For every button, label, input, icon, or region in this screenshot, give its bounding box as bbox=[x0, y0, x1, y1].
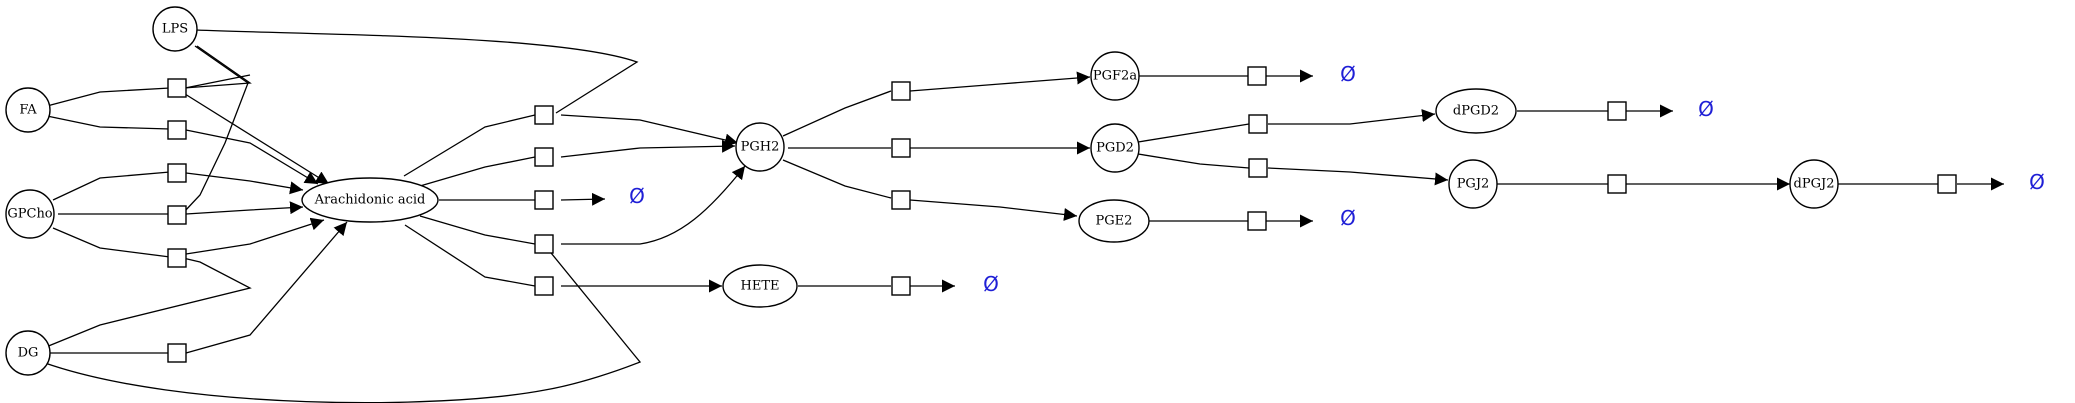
reaction-box bbox=[891, 276, 911, 296]
node-dg: DG bbox=[5, 330, 51, 376]
edge-gpcho-r3 bbox=[52, 171, 171, 201]
edges bbox=[44, 29, 2004, 403]
edge-r9-pgh2 bbox=[561, 165, 746, 245]
edge-r2-aa bbox=[185, 129, 319, 185]
node-label: DG bbox=[18, 346, 39, 361]
node-label: Arachidonic acid bbox=[314, 193, 426, 208]
node-label: dPGD2 bbox=[1453, 104, 1499, 119]
reaction-box bbox=[534, 147, 554, 167]
edge-gpcho-r5 bbox=[52, 227, 171, 258]
reaction-box bbox=[1607, 101, 1627, 121]
node-label: PGJ2 bbox=[1457, 177, 1490, 192]
node-label: LPS bbox=[162, 22, 188, 37]
node-label: PGH2 bbox=[741, 140, 780, 155]
sink-symbol: Ø bbox=[1340, 62, 1356, 86]
node-fa: FA bbox=[5, 87, 51, 133]
reaction-boxes bbox=[167, 66, 1957, 363]
edge-dg-r9 bbox=[44, 247, 642, 403]
node-label: PGD2 bbox=[1096, 141, 1134, 156]
edge-r1-aa2 bbox=[184, 93, 330, 185]
node-pge2: PGE2 bbox=[1078, 199, 1150, 243]
node-label: GPCho bbox=[7, 207, 52, 222]
edge-pgh2-r12 bbox=[782, 90, 892, 137]
reaction-box bbox=[1247, 66, 1267, 86]
node-pgh2: PGH2 bbox=[735, 122, 785, 172]
reaction-box bbox=[1937, 174, 1957, 194]
node-label: PGE2 bbox=[1096, 214, 1133, 229]
node-dpgd2: dPGD2 bbox=[1435, 88, 1517, 134]
edge-r7-pgh2 bbox=[560, 114, 739, 147]
node-pgf2a: PGF2a bbox=[1090, 51, 1140, 101]
edge-r12-pgf2a bbox=[909, 71, 1091, 92]
reaction-box bbox=[167, 343, 187, 363]
node-pgd2: PGD2 bbox=[1090, 123, 1140, 173]
edge-r17-dpgd2 bbox=[1268, 109, 1436, 125]
reaction-box bbox=[534, 105, 554, 125]
reaction-box bbox=[167, 205, 187, 225]
node-pgj2: PGJ2 bbox=[1448, 159, 1498, 209]
reaction-box bbox=[167, 120, 187, 140]
node-label: dPGJ2 bbox=[1794, 177, 1835, 192]
reaction-box bbox=[1248, 114, 1268, 134]
reaction-box bbox=[534, 190, 554, 210]
sink-symbol: Ø bbox=[1698, 97, 1714, 121]
edge-pgd2-r17 bbox=[1137, 123, 1250, 143]
node-label: FA bbox=[19, 103, 37, 118]
edge-pgh2-r14 bbox=[782, 159, 892, 199]
edge-lps-long bbox=[195, 29, 639, 114]
edge-lps-r1 bbox=[183, 45, 252, 89]
edge-r1-aa bbox=[184, 74, 251, 89]
node-dpgj2: dPGJ2 bbox=[1789, 159, 1839, 209]
node-lps: LPS bbox=[152, 6, 198, 52]
sink-symbol: Ø bbox=[2029, 170, 2045, 194]
edge-fa-r2 bbox=[46, 115, 171, 130]
edge-lps-r4 bbox=[183, 45, 249, 213]
sink-symbols: Ø Ø Ø Ø Ø Ø bbox=[629, 62, 2045, 296]
edge-aa-r8 bbox=[419, 156, 536, 187]
reaction-box bbox=[891, 81, 911, 101]
edge-r6-aa bbox=[185, 221, 348, 354]
edge-r10-sink bbox=[560, 192, 606, 206]
edge-r3-aa bbox=[185, 172, 304, 195]
reaction-box bbox=[1248, 158, 1268, 178]
sink-symbol: Ø bbox=[983, 272, 999, 296]
species-nodes: LPS FA GPCho DG Arachidonic acid PGH2 HE… bbox=[5, 6, 1839, 376]
edge-fa-r1 bbox=[46, 87, 171, 107]
reaction-box bbox=[1247, 211, 1267, 231]
edge-aa-r7 bbox=[403, 114, 536, 177]
node-gpcho: GPCho bbox=[5, 189, 55, 239]
edge-r5-aa bbox=[185, 217, 325, 255]
edge-pgd2-r18 bbox=[1137, 153, 1250, 169]
edge-aa-r11 bbox=[404, 224, 536, 287]
node-arachidonic-acid: Arachidonic acid bbox=[301, 177, 439, 223]
sink-symbol: Ø bbox=[629, 184, 645, 208]
reaction-box bbox=[1607, 174, 1627, 194]
reaction-box bbox=[534, 234, 554, 254]
sink-symbol: Ø bbox=[1340, 206, 1356, 230]
reaction-box bbox=[891, 190, 911, 210]
node-hete: HETE bbox=[722, 264, 798, 308]
reaction-box bbox=[167, 248, 187, 268]
node-label: HETE bbox=[741, 279, 780, 294]
edge-aa-r9 bbox=[419, 215, 536, 245]
edge-r18-pgj2 bbox=[1267, 167, 1449, 186]
reaction-box bbox=[891, 138, 911, 158]
node-label: PGF2a bbox=[1093, 69, 1137, 84]
edge-r14-pge2 bbox=[909, 199, 1078, 221]
edge-r4-aa bbox=[185, 201, 304, 215]
edge-r8-pgh2 bbox=[560, 139, 736, 158]
reaction-box bbox=[167, 78, 187, 98]
reaction-box bbox=[167, 163, 187, 183]
edge-dg-r5 bbox=[45, 257, 252, 348]
reaction-box bbox=[534, 276, 554, 296]
